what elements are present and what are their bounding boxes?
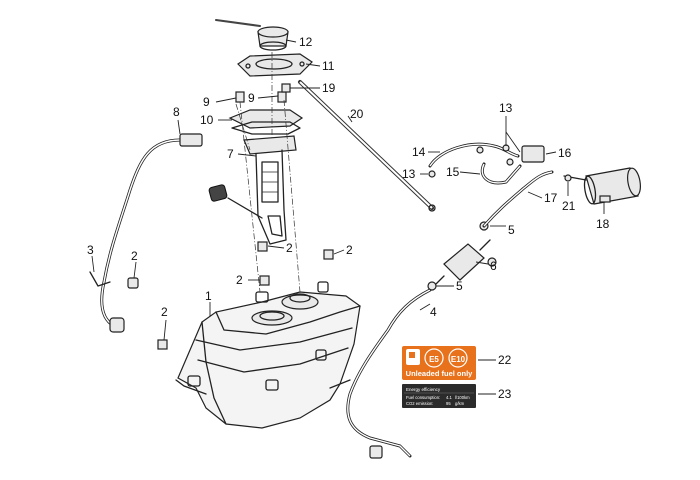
outlet-pipe-right bbox=[346, 288, 432, 459]
callout-1: 1 bbox=[205, 289, 212, 303]
callout-14: 14 bbox=[412, 145, 426, 159]
co2-emission-label: CO2 emission: bbox=[406, 401, 433, 406]
callout-19: 19 bbox=[322, 81, 336, 95]
callout-leaders bbox=[91, 39, 605, 395]
callout-2-bottom: 2 bbox=[161, 305, 168, 319]
fuel-cap bbox=[215, 19, 289, 51]
unleaded-text: Unleaded fuel only bbox=[406, 369, 474, 378]
pump-gasket-stack bbox=[228, 83, 304, 135]
e5-badge: E5 bbox=[429, 355, 439, 364]
callout-16: 16 bbox=[558, 146, 572, 160]
callout-12: 12 bbox=[299, 35, 313, 49]
fuel-warning-label: E5 E10 Unleaded fuel only bbox=[402, 346, 476, 380]
callout-4: 4 bbox=[430, 305, 437, 319]
efficiency-label-background bbox=[402, 384, 476, 408]
callout-5-upper: 5 bbox=[508, 223, 515, 237]
callout-9-left: 9 bbox=[203, 95, 210, 109]
callout-13-left: 13 bbox=[402, 167, 416, 181]
inline-filter bbox=[427, 221, 497, 291]
canister-hose bbox=[482, 170, 554, 228]
callout-20: 20 bbox=[350, 107, 364, 121]
callout-3: 3 bbox=[87, 243, 94, 257]
callout-11: 11 bbox=[322, 59, 335, 73]
callout-7: 7 bbox=[227, 147, 234, 161]
vent-hoses bbox=[428, 142, 545, 185]
fuel-consumption-label: Fuel consumption: bbox=[406, 395, 440, 400]
callout-2-pump: 2 bbox=[286, 241, 293, 255]
callout-8: 8 bbox=[173, 105, 180, 119]
callout-9-right: 9 bbox=[248, 91, 255, 105]
callout-13-top: 13 bbox=[499, 101, 513, 115]
callout-numbers: 12 11 19 9 9 10 7 8 20 3 2 2 2 2 2 1 4 5… bbox=[87, 35, 610, 401]
fuel-pump-assembly bbox=[208, 135, 297, 245]
fuel-hose-left bbox=[89, 133, 203, 333]
breather-pipe bbox=[298, 80, 436, 212]
charcoal-canister bbox=[563, 167, 641, 205]
callout-18: 18 bbox=[596, 217, 610, 231]
fuel-consumption-unit: l/100km bbox=[455, 395, 470, 400]
fuel-tank bbox=[175, 281, 361, 429]
fasteners bbox=[157, 241, 334, 350]
callout-15: 15 bbox=[446, 165, 460, 179]
centre-lines bbox=[235, 52, 301, 293]
callout-23: 23 bbox=[498, 387, 512, 401]
callout-2-tank: 2 bbox=[346, 243, 353, 257]
e10-badge: E10 bbox=[451, 355, 466, 364]
efficiency-label: Energy efficiency Fuel consumption: 4.1 … bbox=[402, 384, 476, 408]
co2-emission-value: 95 bbox=[446, 401, 451, 406]
filler-flange bbox=[237, 53, 313, 77]
callout-17: 17 bbox=[544, 191, 558, 205]
callout-10: 10 bbox=[200, 113, 214, 127]
callout-22: 22 bbox=[498, 353, 512, 367]
efficiency-heading: Energy efficiency bbox=[406, 387, 441, 392]
callout-21: 21 bbox=[562, 199, 576, 213]
callout-5-lower: 5 bbox=[456, 279, 463, 293]
callout-6: 6 bbox=[490, 259, 497, 273]
fuel-consumption-value: 4.1 bbox=[446, 395, 452, 400]
callout-2-left: 2 bbox=[131, 249, 138, 263]
co2-emission-unit: g/km bbox=[455, 401, 465, 406]
callout-2-mount: 2 bbox=[236, 273, 243, 287]
